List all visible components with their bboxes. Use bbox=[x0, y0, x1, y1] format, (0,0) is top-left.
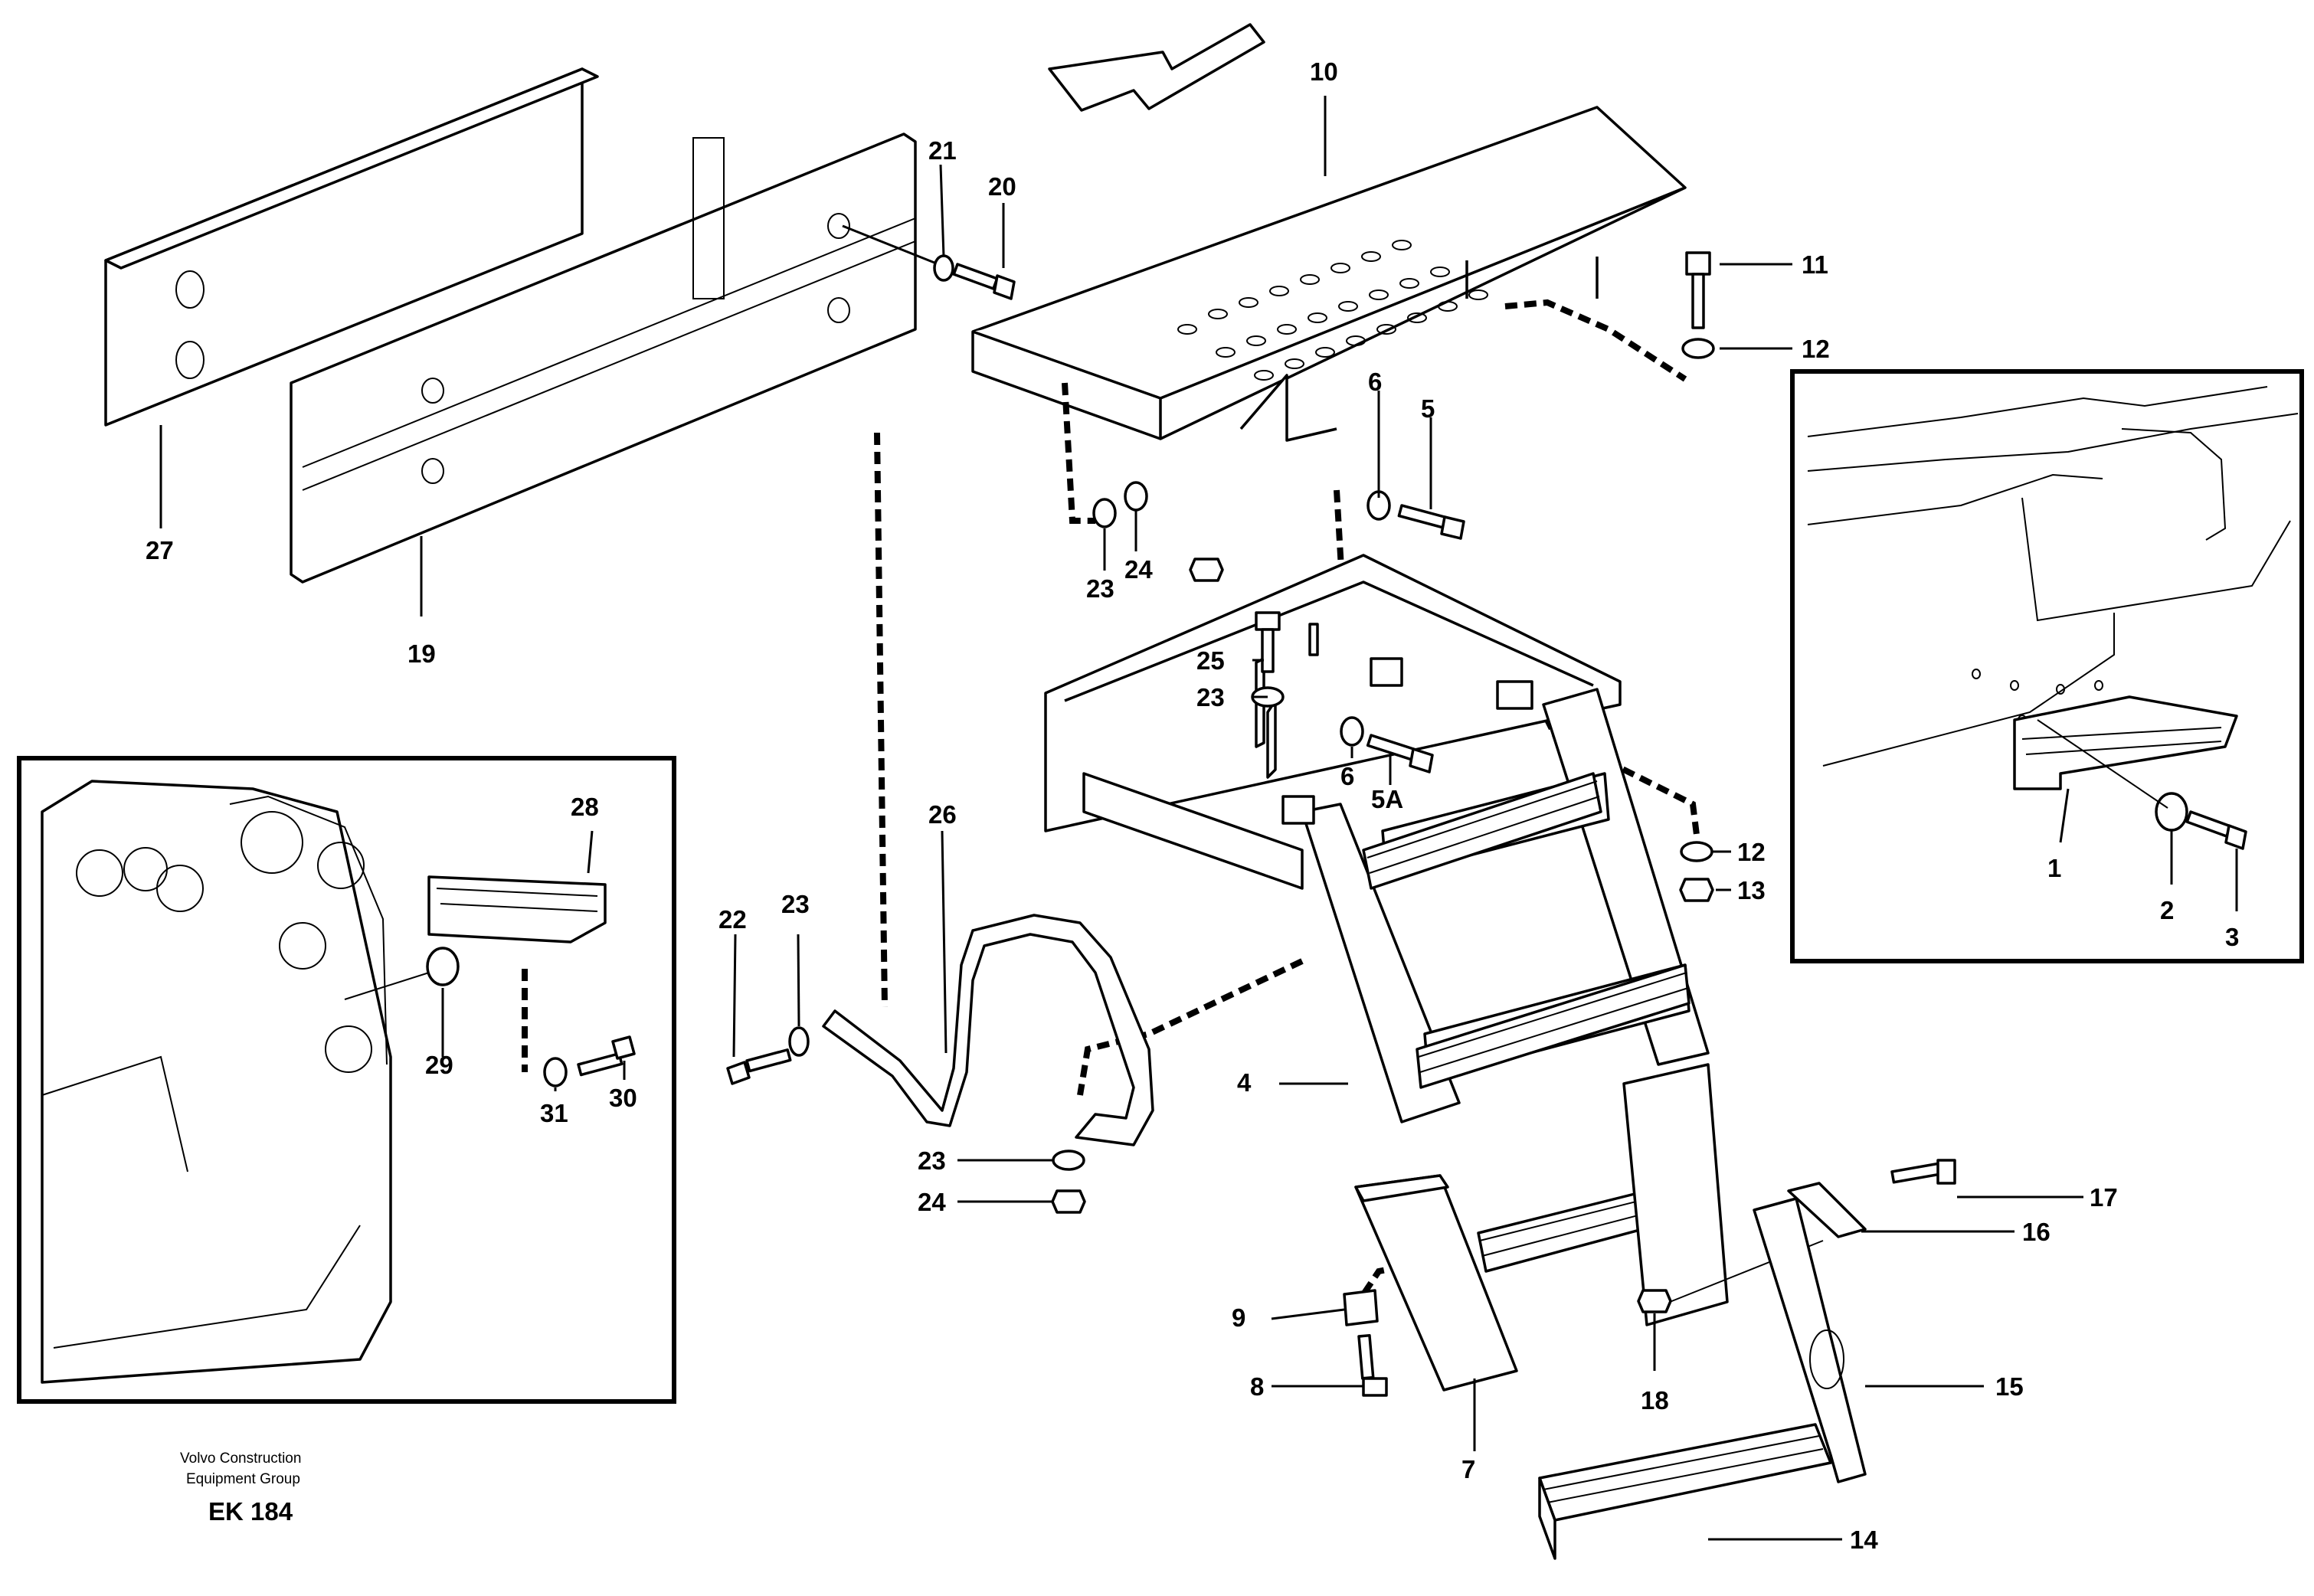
part-19-plate bbox=[290, 132, 917, 584]
washer-23-nut-24-top bbox=[1092, 481, 1148, 528]
label-2: 2 bbox=[2160, 896, 2174, 924]
washer-12-nut-13 bbox=[1679, 841, 1714, 902]
label-15: 15 bbox=[1995, 1372, 2024, 1401]
label-27: 27 bbox=[146, 536, 174, 564]
nut-top-frame bbox=[1189, 558, 1224, 582]
label-4: 4 bbox=[1237, 1068, 1252, 1097]
label-9: 9 bbox=[1232, 1303, 1245, 1332]
label-24-low: 24 bbox=[918, 1188, 946, 1216]
footer-line-2: Equipment Group bbox=[186, 1471, 300, 1487]
bolt-5-washer-6 bbox=[1366, 490, 1465, 540]
label-12-mid: 12 bbox=[1737, 838, 1766, 866]
inset-right bbox=[1790, 369, 2304, 963]
bolt-11-washer-12 bbox=[1681, 251, 1792, 359]
label-22: 22 bbox=[718, 905, 747, 934]
bolt-8 bbox=[1357, 1334, 1388, 1397]
part-26-handrail bbox=[822, 914, 1154, 1146]
label-24-top: 24 bbox=[1124, 555, 1153, 584]
label-16: 16 bbox=[2022, 1218, 2051, 1246]
label-5: 5 bbox=[1421, 394, 1435, 423]
ladder-steps bbox=[1362, 772, 1690, 1273]
spacer-9 bbox=[1343, 1289, 1379, 1326]
part-27-block bbox=[104, 67, 599, 427]
label-5a: 5A bbox=[1371, 785, 1403, 813]
label-17: 17 bbox=[2090, 1183, 2118, 1212]
footer-line-1: Volvo Construction bbox=[180, 1450, 301, 1467]
part-16-plate bbox=[1787, 1182, 1867, 1238]
bolt-5a-washer-6 bbox=[1340, 716, 1434, 773]
part-14-step bbox=[1538, 1423, 1832, 1560]
inset-left bbox=[17, 756, 676, 1404]
label-12-top: 12 bbox=[1802, 335, 1830, 363]
label-30: 30 bbox=[609, 1084, 637, 1112]
label-10: 10 bbox=[1310, 57, 1338, 86]
label-21: 21 bbox=[928, 136, 957, 165]
label-14: 14 bbox=[1850, 1526, 1878, 1554]
bolt-20-washer-21 bbox=[842, 224, 1016, 300]
label-26: 26 bbox=[928, 800, 957, 829]
label-7: 7 bbox=[1461, 1455, 1475, 1483]
label-29: 29 bbox=[425, 1051, 453, 1079]
part-7-bracket bbox=[1354, 1063, 1729, 1392]
label-23-low: 23 bbox=[918, 1146, 946, 1175]
label-19: 19 bbox=[407, 639, 436, 668]
bolt-17 bbox=[1890, 1159, 1956, 1185]
label-31: 31 bbox=[540, 1099, 568, 1127]
leader-lines bbox=[159, 96, 2083, 1541]
label-18: 18 bbox=[1641, 1386, 1669, 1414]
part-15-sideplate bbox=[1753, 1197, 1867, 1483]
direction-arrow bbox=[1048, 23, 1265, 112]
part-10-platform bbox=[971, 106, 1687, 442]
label-11: 11 bbox=[1802, 250, 1828, 279]
label-25: 25 bbox=[1196, 646, 1225, 675]
footer: Volvo Construction Equipment Group EK 18… bbox=[180, 1450, 301, 1526]
label-13: 13 bbox=[1737, 876, 1766, 904]
label-23-top: 23 bbox=[1086, 574, 1114, 603]
part-labels: 1 2 3 4 5 5A 6 6 7 8 9 10 11 12 12 13 14… bbox=[146, 57, 2239, 1554]
bolt-22-washer-23 bbox=[726, 1026, 810, 1085]
label-23-left: 23 bbox=[781, 890, 810, 918]
label-3: 3 bbox=[2225, 923, 2239, 951]
washer-23-nut-24-low bbox=[1051, 1150, 1086, 1214]
label-8: 8 bbox=[1250, 1372, 1264, 1401]
label-20: 20 bbox=[988, 172, 1016, 201]
footer-code: EK 184 bbox=[208, 1497, 293, 1526]
label-6-mid: 6 bbox=[1340, 762, 1354, 790]
label-28: 28 bbox=[571, 793, 599, 821]
label-1: 1 bbox=[2047, 854, 2061, 882]
label-23-mid: 23 bbox=[1196, 683, 1225, 711]
label-6-top: 6 bbox=[1368, 368, 1382, 396]
